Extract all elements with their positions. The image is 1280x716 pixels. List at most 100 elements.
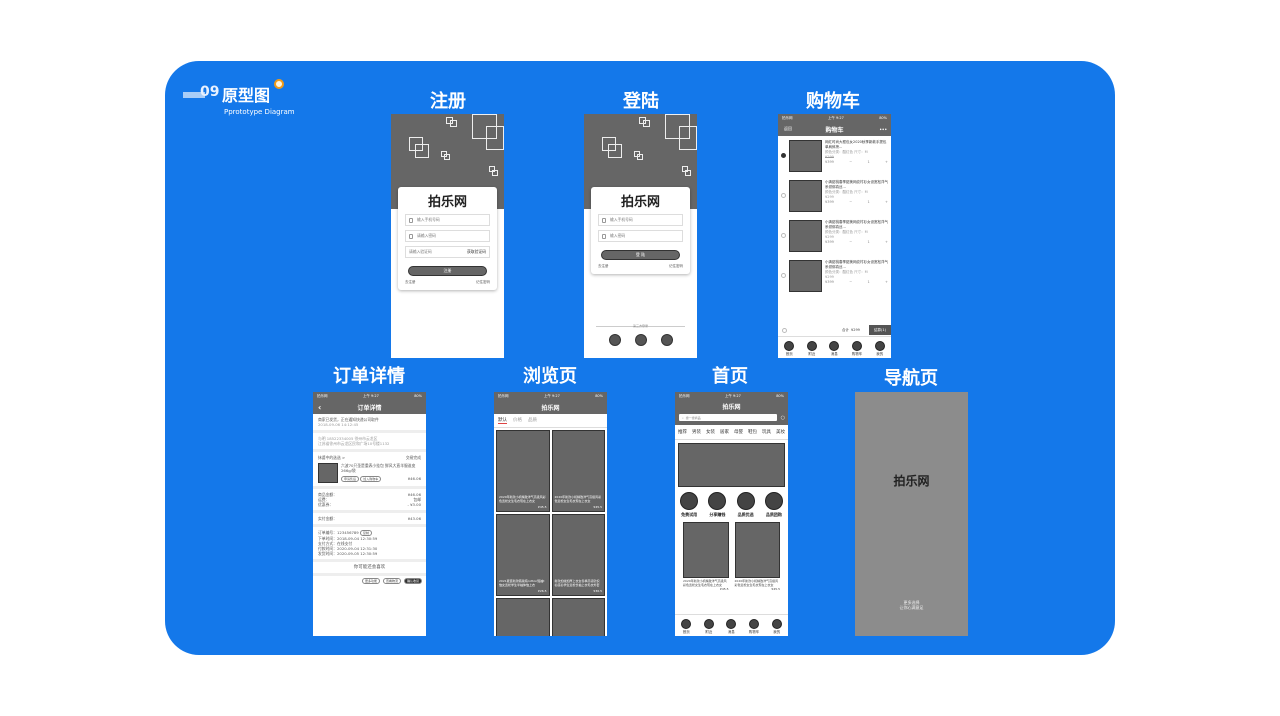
product-card[interactable]: [496, 598, 550, 636]
cart-item[interactable]: 小清甜桃春季甜美网纹村衫女设宽松洋气系领绑真丝...颜色分类：酷红色 尺寸：M¥…: [778, 176, 891, 216]
group-icon: [764, 492, 783, 510]
product-card[interactable]: 2020年新款小机精致洋气高级风彩色宽松女生毛衣现在上衣女¥45.5: [551, 430, 605, 512]
refund-button[interactable]: 申请售后: [341, 476, 360, 482]
checkbox[interactable]: [781, 233, 786, 238]
order-info: 订单编号：123456789 复制 下单时间：2018-09-04 12:30:…: [313, 527, 426, 562]
cart-item[interactable]: 小清甜桃春季甜美网纹村衫女设宽松洋气系领绑真丝...颜色分类：酷红色 尺寸：M¥…: [778, 216, 891, 256]
phone-input[interactable]: 输入手机号码: [405, 214, 490, 226]
product-card[interactable]: 2020年新款小机精致洋气高级风彩色宽松女生毛衣现在上衣女¥45.5: [734, 522, 780, 591]
copy-button[interactable]: 复制: [359, 530, 372, 536]
product-thumb: [789, 140, 822, 172]
lock-icon: [602, 233, 606, 239]
phone-input[interactable]: 输入手机号码: [598, 214, 683, 226]
nav-messages[interactable]: 消息: [829, 340, 840, 357]
order-status: 交易完成: [405, 455, 421, 460]
back-arrow-icon[interactable]: ‹: [318, 402, 322, 412]
checkout-bar: 合计¥299 结算(1): [778, 325, 891, 335]
brand-logo: 拍乐网: [893, 474, 930, 488]
get-code-button[interactable]: 获取验证码: [467, 249, 486, 254]
logistics-button[interactable]: 查看物流: [382, 578, 401, 584]
nav-cart[interactable]: 购物车: [852, 340, 862, 357]
banner-carousel[interactable]: [678, 443, 785, 487]
shop-link[interactable]: 抹婆中的选选 >: [318, 455, 346, 460]
confirm-receipt-button[interactable]: 确认收货: [403, 578, 422, 584]
slogan: 更多选择让你心满意足: [899, 600, 924, 610]
nav-nearby[interactable]: 附近: [703, 618, 714, 635]
nav-cart[interactable]: 购物车: [749, 618, 759, 635]
cat-tab[interactable]: 母婴: [734, 430, 743, 435]
login-button[interactable]: 登 陆: [601, 250, 680, 260]
remember-password-toggle[interactable]: 记住密码: [476, 280, 490, 284]
checkbox[interactable]: [781, 153, 786, 158]
label-order: 订单详情: [333, 366, 405, 387]
user-icon: [874, 340, 885, 351]
cat-tab[interactable]: 推荐: [678, 430, 687, 435]
free-trial-button[interactable]: 免费试用: [680, 492, 699, 518]
go-register-link[interactable]: 去注册: [405, 280, 416, 284]
divider: [596, 325, 685, 326]
qq-icon[interactable]: [634, 334, 647, 346]
product-card[interactable]: 2021夏装新款韩版纯cotton短袖t恤女宽松学生半袖体恤上衣¥26.5: [496, 514, 550, 596]
cart-item[interactable]: 小清甜桃春季甜美网纹村衫女设宽松洋气系领绑真丝...颜色分类：酷红色 尺寸：M¥…: [778, 256, 891, 296]
password-input[interactable]: 输入密码: [598, 230, 683, 242]
cat-tab[interactable]: 玩具: [762, 430, 771, 435]
nav-profile[interactable]: 我的: [874, 340, 885, 357]
group-buy-button[interactable]: 品质团购: [764, 492, 783, 518]
guide-screen: 拍乐网 更多选择让你心满意足: [855, 392, 968, 636]
product-card[interactable]: 2020年新款小机精致洋气高级风彩色宽松女生毛衣现在上衣女¥45.5: [496, 430, 550, 512]
nav-nearby[interactable]: 附近: [806, 340, 817, 357]
wechat-icon[interactable]: [608, 334, 621, 346]
cat-tab[interactable]: 男装: [692, 430, 701, 435]
product-card[interactable]: 2020年新款小机精致洋气高级风彩色宽松女生毛衣现在上衣女¥45.5: [683, 522, 729, 591]
checkout-button[interactable]: 结算(1): [869, 325, 891, 335]
quality-pick-button[interactable]: 品质优选: [736, 492, 755, 518]
back-button[interactable]: 返回: [784, 126, 792, 131]
select-all-checkbox[interactable]: [782, 327, 787, 333]
search-input[interactable]: ⌕搜一搜商品: [679, 414, 777, 421]
nav-profile[interactable]: 我的: [771, 618, 782, 635]
product-card[interactable]: 新款加绒加厚上衣女冬季高领针织衫底衫学生宽松长袖上衣毛衣外套¥36.5: [551, 514, 605, 596]
third-party-label: 第三方登录: [632, 324, 648, 328]
code-input[interactable]: 请输入验证码获取验证码: [405, 246, 490, 258]
product-thumb: [789, 220, 822, 252]
more-button[interactable]: 更多功能: [361, 578, 380, 584]
password-input[interactable]: 请输入密码: [405, 230, 490, 242]
checkbox[interactable]: [781, 273, 786, 278]
remember-password-toggle[interactable]: 记住密码: [669, 264, 683, 268]
register-screen: 拍乐网 输入手机号码 请输入密码 请输入验证码获取验证码 注册 去注册记住密码: [391, 114, 504, 358]
tab-price[interactable]: 价格: [513, 418, 522, 423]
category-tabs: 推荐 男装 女装 居家 母婴 鞋包 玩具 美妆: [675, 425, 788, 440]
share-earn-button[interactable]: 分享赚钱: [708, 492, 727, 518]
cat-tab[interactable]: 居家: [720, 430, 729, 435]
nav-home[interactable]: 首页: [681, 618, 692, 635]
search-icon: ⌕: [682, 415, 684, 420]
cat-tab[interactable]: 鞋包: [748, 430, 757, 435]
tab-default[interactable]: 默认: [498, 418, 507, 424]
more-icon[interactable]: •••: [879, 126, 887, 132]
nav-home[interactable]: 首页: [784, 340, 795, 357]
product-card[interactable]: [551, 598, 605, 636]
chat-icon[interactable]: ○: [780, 414, 785, 421]
header-bar-decoration: [183, 92, 205, 98]
product-block: 抹婆中的选选 >交易完成 六波70只圣是重表小挂包 鲜风大直羊服谁皮266g/袋…: [313, 452, 426, 489]
checkbox[interactable]: [781, 193, 786, 198]
tab-quality[interactable]: 品质: [528, 418, 537, 423]
add-cart-button[interactable]: 加入购物车: [360, 476, 382, 482]
page-title: 订单详情: [357, 404, 382, 412]
weibo-icon[interactable]: [660, 334, 673, 346]
go-register-link[interactable]: 去注册: [598, 264, 609, 268]
cart-item[interactable]: 网红时尚大框包女2020秋季新款手提包单肩斜挎...颜色分类：酷红色 尺寸：M¥…: [778, 136, 891, 176]
cat-tab[interactable]: 美妆: [776, 430, 785, 435]
product-grid: 2020年新款小机精致洋气高级风彩色宽松女生毛衣现在上衣女¥45.5 2020年…: [494, 428, 607, 636]
cat-tab[interactable]: 女装: [706, 430, 715, 435]
title-bar: 拍乐网: [494, 400, 607, 414]
phone-icon: [409, 217, 413, 223]
location-icon: [703, 618, 714, 629]
register-button[interactable]: 注册: [408, 266, 487, 276]
nav-messages[interactable]: 消息: [726, 618, 737, 635]
